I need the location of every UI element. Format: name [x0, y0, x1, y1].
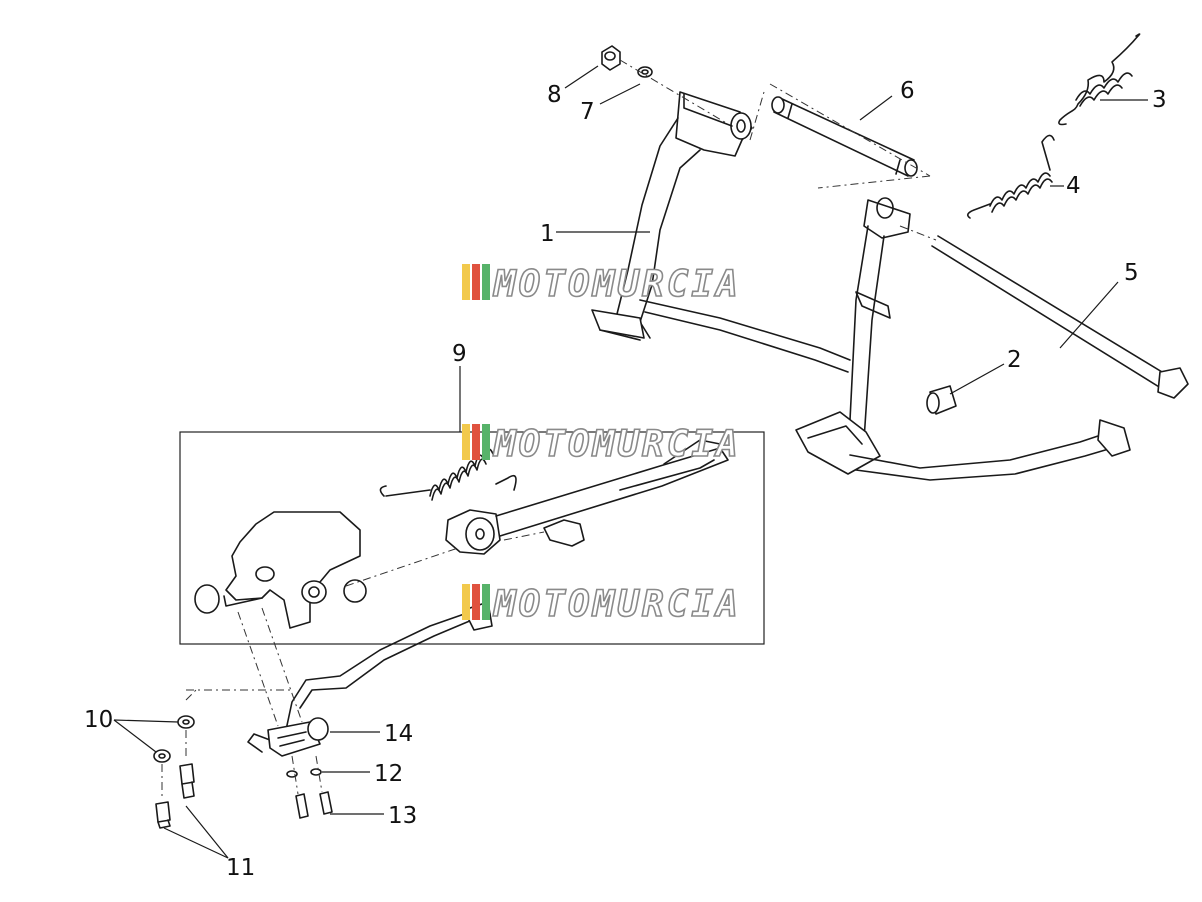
side-stand-leg — [345, 439, 729, 587]
callout-labels: 1 2 3 4 5 6 7 8 9 10 11 12 13 14 — [84, 78, 1167, 881]
watermark-stripe — [462, 584, 470, 620]
rubber-buffer — [926, 385, 957, 415]
center-stand — [591, 91, 1131, 481]
callout-2: 2 — [1007, 347, 1022, 373]
watermark-3: MOTOMURCIA — [462, 583, 741, 626]
nut-and-washer — [601, 45, 729, 125]
watermark-stripe — [472, 584, 480, 620]
callout-3: 3 — [1152, 87, 1167, 113]
side-stand-switch — [237, 601, 493, 757]
callout-4: 4 — [1066, 173, 1081, 199]
stand-spring-lower — [966, 134, 1055, 219]
long-pivot-bolt — [899, 225, 1189, 399]
callout-8: 8 — [547, 82, 562, 108]
callout-14: 14 — [384, 721, 413, 747]
watermark-text: MOTOMURCIA — [493, 424, 741, 465]
washers-and-screws — [153, 689, 333, 829]
leader-lines — [113, 65, 1148, 859]
watermark-stripe — [472, 424, 480, 460]
watermark-stripe — [482, 584, 490, 620]
watermark-stripe — [482, 424, 490, 460]
callout-11: 11 — [226, 855, 255, 881]
watermark-text: MOTOMURCIA — [493, 264, 741, 305]
watermark-stripe — [462, 424, 470, 460]
callout-13: 13 — [388, 803, 417, 829]
stand-spring-upper — [1058, 33, 1141, 126]
side-stand-bracket — [194, 511, 367, 629]
pivot-pin — [749, 83, 931, 189]
callout-9: 9 — [452, 341, 467, 367]
watermark-stripe — [482, 264, 490, 300]
watermark-stripe — [472, 264, 480, 300]
callout-7: 7 — [580, 99, 595, 125]
callout-1: 1 — [540, 221, 555, 247]
callout-5: 5 — [1124, 260, 1139, 286]
callout-6: 6 — [900, 78, 915, 104]
watermark-1: MOTOMURCIA — [462, 263, 741, 306]
watermark-2: MOTOMURCIA — [462, 423, 741, 466]
watermark-text: MOTOMURCIA — [493, 584, 741, 625]
watermark-stripe — [462, 264, 470, 300]
callout-10: 10 — [84, 707, 113, 733]
callout-12: 12 — [374, 761, 403, 787]
